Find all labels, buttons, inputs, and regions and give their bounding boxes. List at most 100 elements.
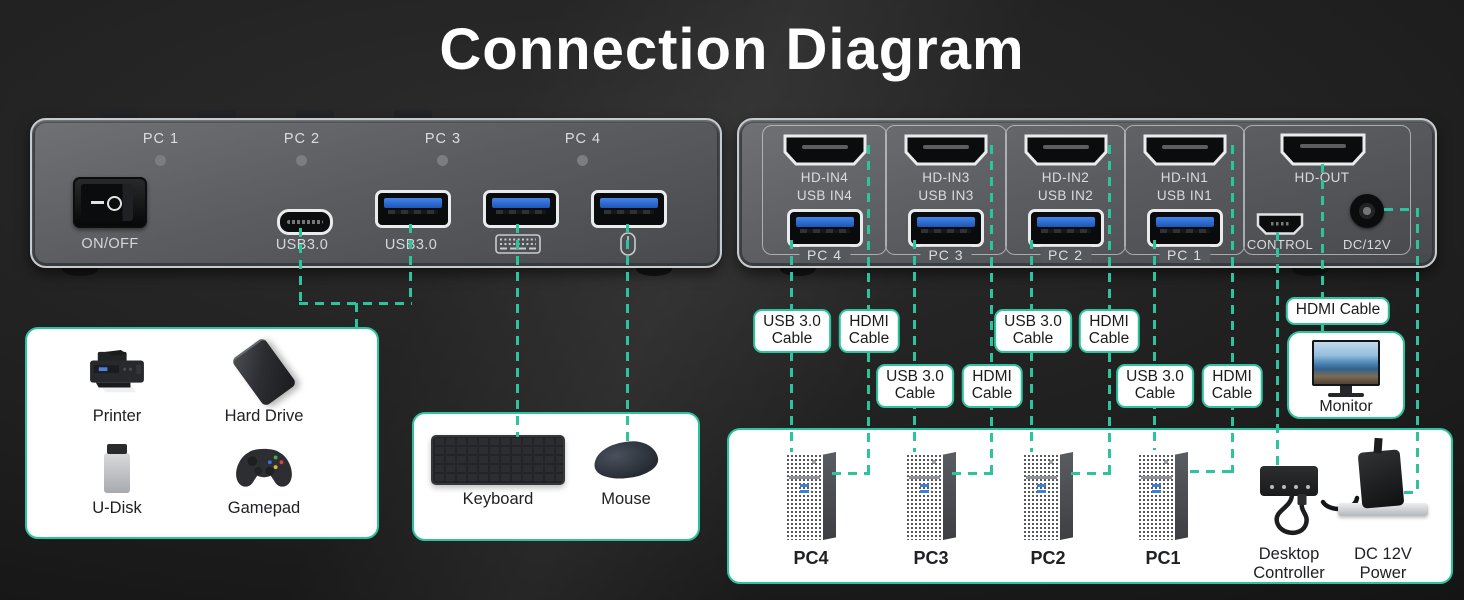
pc-label: PC2 <box>1030 548 1066 568</box>
keyboard-item: Keyboard <box>423 434 573 509</box>
power-switch[interactable] <box>73 177 147 228</box>
channel-label: PC 1 <box>142 131 180 147</box>
usb-in-label: USB IN3 <box>918 188 974 203</box>
page-title: Connection Diagram <box>439 17 1025 82</box>
keyboard-photo-icon <box>423 434 573 486</box>
usb-c-port[interactable] <box>277 209 333 235</box>
cable-line-dc <box>1384 208 1419 211</box>
computers-box: PC4 PC3 PC2 PC1 Desktop Controller DC 12… <box>727 428 1453 584</box>
monitor-icon <box>1289 340 1403 397</box>
pc-port-tag: PC 1 <box>1158 246 1211 263</box>
pc-port-tag: PC 4 <box>798 246 851 263</box>
channel-label: PC 3 <box>424 131 462 147</box>
cable-label-hdmi-out: HDMI Cable <box>1285 297 1391 325</box>
controller-label: Desktop Controller <box>1253 545 1325 582</box>
power-switch-label: ON/OFF <box>81 236 139 252</box>
hdmi-out-port[interactable] <box>1280 133 1366 166</box>
cable-line-hdmi-pc3 <box>952 472 993 475</box>
dc-power-jack[interactable] <box>1350 194 1384 228</box>
cable-line-usba <box>409 224 412 304</box>
usb-keyboard-port[interactable] <box>483 190 559 228</box>
peripheral-label: Printer <box>92 407 142 425</box>
hdmi-in-port[interactable] <box>904 134 988 166</box>
peripheral-label: Hard Drive <box>224 407 304 425</box>
channel-label: PC 2 <box>283 131 321 147</box>
cable-line-control <box>1276 232 1279 466</box>
monitor-box: Monitor <box>1287 331 1405 419</box>
channel-led <box>296 155 307 166</box>
input-group-pc4: HD-IN4 USB IN4 PC 4 <box>762 125 887 263</box>
pc-port-tag: PC 2 <box>1039 246 1092 263</box>
usb-mouse-port[interactable] <box>591 190 667 228</box>
cable-line-dc <box>1416 208 1419 494</box>
power-rocker <box>81 184 133 221</box>
keyboard-label: Keyboard <box>462 490 534 508</box>
control-label: CONTROL <box>1246 237 1314 252</box>
usb-c-caption: USB3.0 <box>275 237 329 253</box>
peripheral-label: U-Disk <box>92 499 142 517</box>
kvm-front-panel: PC 1 PC 2 PC 3 PC 4 ON/OFF USB3.0 USB3.0 <box>30 118 722 268</box>
input-devices-box: Keyboard Mouse <box>412 412 700 541</box>
pc-tower-icon <box>1023 452 1073 540</box>
hard-drive-icon <box>201 336 327 408</box>
cable-line-mouse <box>626 224 629 442</box>
cable-line-hdmi-pc3 <box>990 145 993 475</box>
hdmi-in-port[interactable] <box>1143 134 1227 166</box>
pc-tower-icon <box>906 452 956 540</box>
usb-in-label: USB IN1 <box>1156 188 1213 203</box>
peripheral-item: Gamepad <box>201 443 327 518</box>
pc-label: PC3 <box>913 548 949 568</box>
peripheral-item: Printer <box>57 345 177 426</box>
hdmi-in-label: HD-IN2 <box>1041 170 1090 185</box>
channel-led <box>577 155 588 166</box>
kvm-back-panel: HD-IN4 USB IN4 PC 4 HD-IN3 USB IN3 PC 3 … <box>737 118 1437 268</box>
usb-a-port[interactable] <box>375 190 451 228</box>
power-label: DC 12V Power <box>1354 545 1412 582</box>
peripherals-box: Printer Hard Drive U-Disk Gamepad <box>25 327 379 539</box>
cable-line-hdmi-pc4 <box>832 472 870 475</box>
mouse-item: Mouse <box>571 434 681 509</box>
cable-line-peripherals <box>355 303 358 328</box>
hdmi-in-label: HD-IN1 <box>1160 170 1209 185</box>
gamepad-icon <box>201 443 327 495</box>
pc-tower-icon <box>786 452 836 540</box>
output-group: HD-OUT CONTROL DC/12V <box>1243 125 1411 255</box>
cable-line-hdmi-pc1 <box>1231 145 1234 473</box>
channel-label: PC 4 <box>564 131 602 147</box>
input-group-pc3: HD-IN3 USB IN3 PC 3 <box>885 125 1007 263</box>
hdmi-in-label: HD-IN4 <box>800 170 849 185</box>
usb-in-port[interactable] <box>786 209 863 247</box>
usb-in-port[interactable] <box>1027 209 1104 247</box>
cable-line-usbc <box>299 228 302 304</box>
hdmi-in-port[interactable] <box>783 134 867 166</box>
cable-line-hdmi-pc2 <box>1071 472 1111 475</box>
channel-led <box>155 155 166 166</box>
input-group-pc1: HD-IN1 USB IN1 PC 1 <box>1124 125 1245 263</box>
mouse-label: Mouse <box>601 490 651 508</box>
hdmi-in-label: HD-IN3 <box>922 170 970 185</box>
usb-in-port[interactable] <box>908 209 984 247</box>
control-port[interactable] <box>1255 212 1305 236</box>
usb-in-label: USB IN2 <box>1037 188 1094 203</box>
cable-line-usb-pc3 <box>913 240 916 452</box>
cable-line-hdmi-pc1 <box>1190 470 1234 473</box>
pc-label: PC1 <box>1145 548 1181 568</box>
usb-in-port[interactable] <box>1146 209 1223 247</box>
cable-line-usb-pc1 <box>1153 240 1156 450</box>
cable-line-hdmi-out <box>1321 164 1324 332</box>
pc-label: PC4 <box>793 548 829 568</box>
pc-tower-icon <box>1138 452 1188 540</box>
peripheral-label: Gamepad <box>227 499 301 517</box>
dc-label: DC/12V <box>1343 237 1391 252</box>
cable-line-keyboard <box>516 224 519 437</box>
power-on-glyph <box>91 201 104 204</box>
hdmi-in-port[interactable] <box>1024 134 1108 166</box>
